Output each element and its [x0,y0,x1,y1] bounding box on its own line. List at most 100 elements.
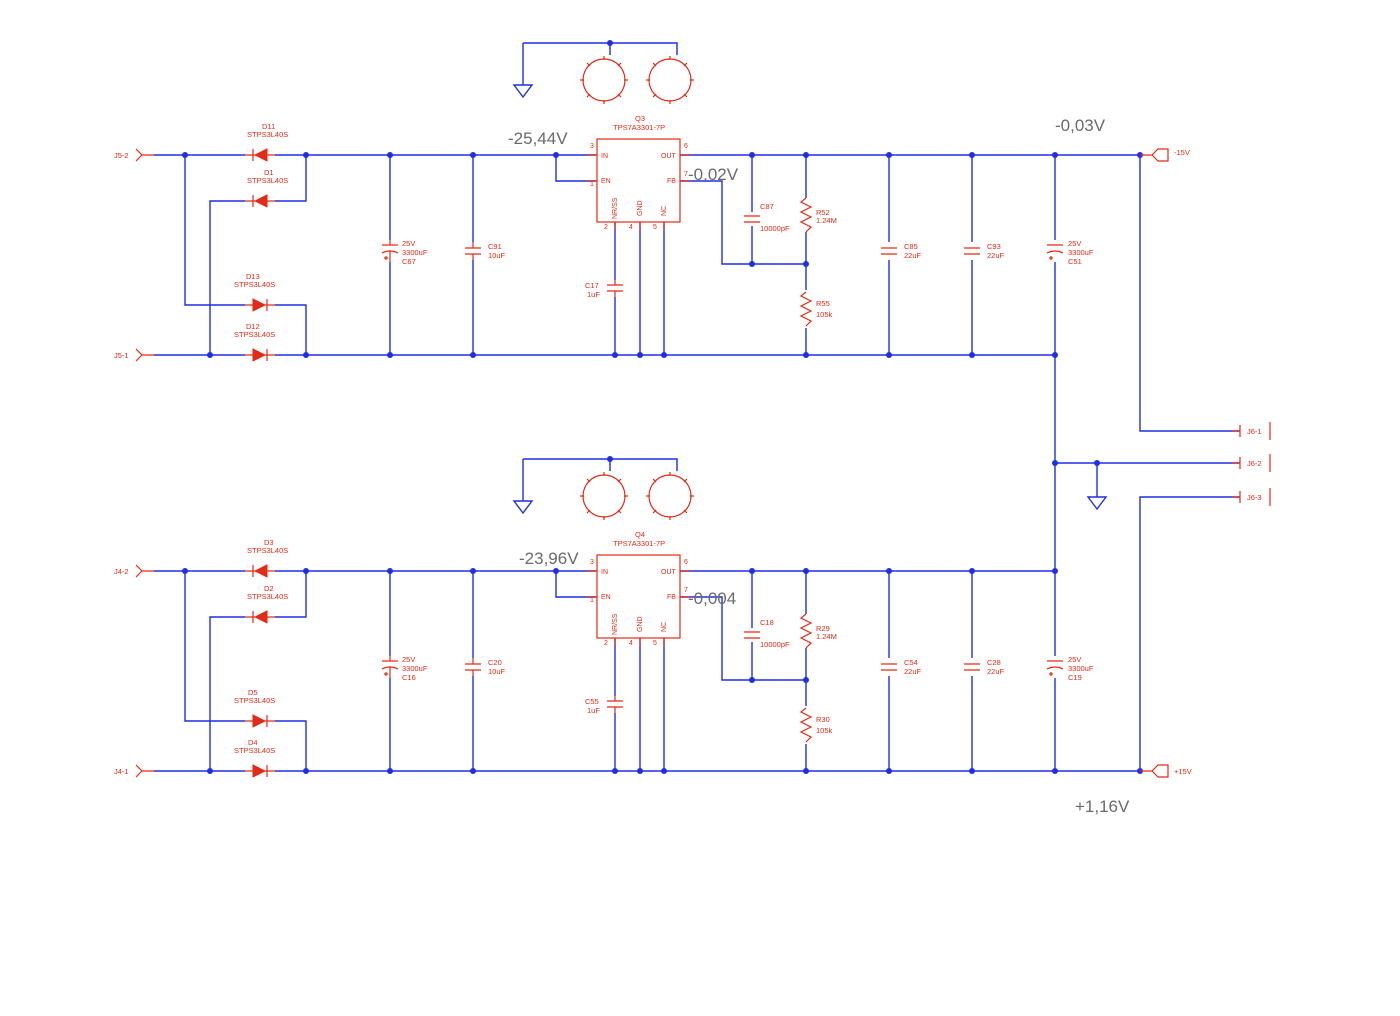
svg-text:EN: EN [601,178,611,185]
svg-text:2: 2 [604,640,608,647]
svg-text:25V: 25V [1068,239,1081,248]
svg-text:22uF: 22uF [904,251,922,260]
svg-text:3: 3 [590,143,594,150]
svg-text:D5: D5 [248,688,258,697]
svg-text:GND: GND [637,200,644,216]
measurement-input-q4: -23,96V [519,549,579,568]
svg-text:6: 6 [684,559,688,566]
capacitor-c93: C93 22uF [964,242,1005,260]
svg-text:J6-3: J6-3 [1247,493,1262,502]
svg-text:3: 3 [590,559,594,566]
capacitor-c87: C87 10000pF [744,202,790,233]
capacitor-c91: C91 10uF [465,242,506,260]
measurement-rail-pos: +1,16V [1075,797,1130,816]
svg-text:Q4: Q4 [635,530,645,539]
svg-text:D13: D13 [246,272,260,281]
svg-text:R29: R29 [816,624,830,633]
svg-text:STPS3L40S: STPS3L40S [247,546,288,555]
svg-text:C17: C17 [585,281,599,290]
input-port-j5-2[interactable]: J5-2 [114,148,154,162]
svg-text:3300uF: 3300uF [402,248,428,257]
input-port-j4-2[interactable]: J4-2 [114,564,154,578]
svg-text:J6-2: J6-2 [1247,459,1262,468]
svg-text:22uF: 22uF [987,251,1005,260]
svg-text:+15V: +15V [1174,767,1192,776]
svg-text:C91: C91 [488,242,502,251]
svg-text:105k: 105k [816,310,833,319]
svg-text:D2: D2 [264,584,274,593]
regulator-q3: Q3 TPS7A3301-7P IN EN OUT FB 3 1 6 7 2 4… [587,114,690,231]
svg-text:OUT: OUT [661,153,677,160]
diode-d12: D12 STPS3L40S [234,322,275,362]
svg-text:GND: GND [637,616,644,632]
svg-text:25V: 25V [402,655,415,664]
svg-text:5: 5 [653,640,657,647]
capacitor-c54: C54 22uF [881,658,922,676]
svg-text:STPS3L40S: STPS3L40S [247,176,288,185]
svg-text:EN: EN [601,594,611,601]
svg-text:R55: R55 [816,299,830,308]
svg-text:1: 1 [590,597,594,604]
svg-text:C67: C67 [402,257,416,266]
svg-text:105k: 105k [816,726,833,735]
diode-d1: D1 STPS3L40S [245,168,288,208]
svg-text:1.24M: 1.24M [816,632,837,641]
svg-text:TPS7A3301-7P: TPS7A3301-7P [613,539,665,548]
svg-text:1uF: 1uF [587,290,600,299]
svg-text:IN: IN [601,569,608,576]
diode-d3: D3 STPS3L40S [245,538,288,578]
svg-text:D12: D12 [246,322,260,331]
connector-pin-j6-3[interactable]: J6-3 [1232,488,1271,506]
svg-text:22uF: 22uF [987,667,1005,676]
diode-d4: D4 STPS3L40S [234,738,275,778]
svg-text:3300uF: 3300uF [1068,664,1094,673]
diode-d2: D2 STPS3L40S [245,584,288,624]
svg-text:STPS3L40S: STPS3L40S [247,592,288,601]
rail-port-neg15v[interactable]: -15V [1140,148,1190,162]
svg-text:C19: C19 [1068,673,1082,682]
svg-text:1.24M: 1.24M [816,216,837,225]
svg-text:C16: C16 [402,673,416,682]
svg-text:STPS3L40S: STPS3L40S [234,280,275,289]
input-port-j5-1[interactable]: J5-1 [114,348,154,362]
svg-text:STPS3L40S: STPS3L40S [234,746,275,755]
svg-text:C51: C51 [1068,257,1082,266]
svg-text:C20: C20 [488,658,502,667]
svg-text:J4-2: J4-2 [114,567,129,576]
svg-text:R52: R52 [816,208,830,217]
junction-dots [182,568,1143,774]
svg-text:D11: D11 [262,122,275,131]
capacitor-c28: C28 22uF [964,658,1005,676]
svg-text:10000pF: 10000pF [760,224,790,233]
regulator-q4: Q4 TPS7A3301-7P IN EN OUT FB 3 1 6 7 2 4… [587,530,690,647]
ground-symbol-icon [1086,496,1108,511]
svg-text:NC: NC [661,622,668,632]
svg-text:22uF: 22uF [904,667,922,676]
capacitor-c16: 25V 3300uF C16 [381,655,428,682]
capacitor-c19: 25V 3300uF C19 [1046,655,1094,682]
svg-text:5: 5 [653,224,657,231]
svg-text:2: 2 [604,224,608,231]
measurement-input-q3: -25,44V [508,129,568,148]
measurement-fb-q4: -0,004 [688,589,736,608]
diode-d11: D11 STPS3L40S [245,122,288,162]
input-port-j4-1[interactable]: J4-1 [114,764,154,778]
ground-symbol-icon [512,500,534,515]
heatsink-bottom [512,456,694,520]
svg-text:10uF: 10uF [488,251,506,260]
svg-text:-15V: -15V [1174,148,1190,157]
rail-port-pos15v[interactable]: +15V [1140,764,1192,778]
svg-text:10000pF: 10000pF [760,640,790,649]
capacitor-c20: C20 10uF [465,658,506,676]
diode-d5: D5 STPS3L40S [234,688,275,728]
svg-text:J4-1: J4-1 [114,767,129,776]
svg-text:1: 1 [590,181,594,188]
measurement-rail-neg: -0,03V [1055,116,1106,135]
svg-text:25V: 25V [1068,655,1081,664]
svg-text:3300uF: 3300uF [1068,248,1094,257]
resistor-r55: R55 105k [799,291,833,327]
connector-pin-j6-1[interactable]: J6-1 [1232,422,1271,440]
connector-pin-j6-2[interactable]: J6-2 [1232,454,1271,472]
svg-text:OUT: OUT [661,569,677,576]
